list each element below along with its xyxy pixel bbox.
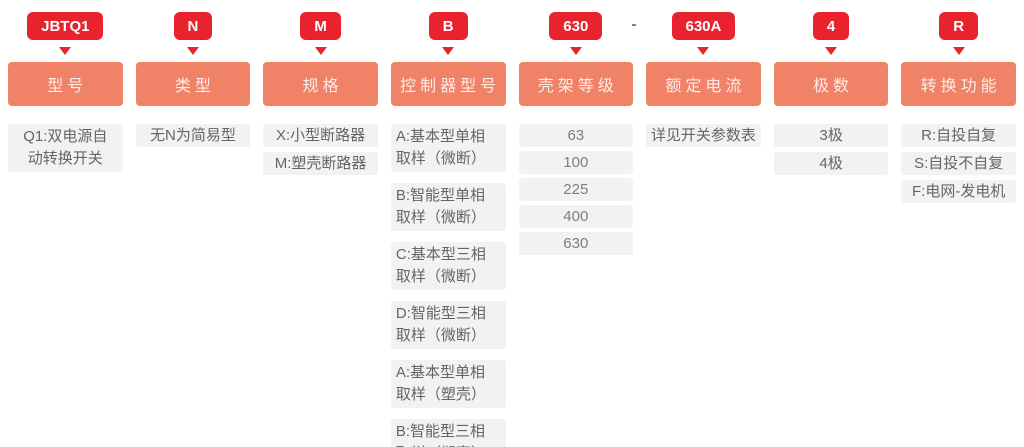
legend-item: D:智能型三相 取样（微断）	[390, 301, 506, 349]
badge-row: 4	[774, 12, 889, 40]
legend-item: 100	[518, 151, 634, 174]
legend-item: 630	[518, 232, 634, 255]
arrow-row	[391, 40, 506, 62]
arrow-row	[774, 40, 889, 62]
badge-row: B	[391, 12, 506, 40]
code-badge-4: 4	[812, 12, 850, 40]
down-arrow-icon	[697, 47, 710, 55]
badge-row: R	[901, 12, 1016, 40]
column-header-type: 类型	[135, 62, 251, 106]
down-arrow-icon	[314, 47, 327, 55]
down-arrow-icon	[186, 47, 199, 55]
arrow-row	[263, 40, 378, 62]
legend-item: F:电网-发电机	[901, 180, 1016, 203]
items-poles: 3极 4极	[773, 124, 889, 180]
down-arrow-icon	[569, 47, 582, 55]
column-header-transfer-function: 转换功能	[901, 62, 1016, 106]
legend-item: 400	[518, 205, 634, 228]
arrow-row	[519, 40, 634, 62]
legend-item: 63	[518, 124, 634, 147]
legend-item: B:智能型单相 取样（微断）	[390, 183, 506, 231]
column-model: JBTQ1 型号 Q1:双电源自 动转换开关	[8, 12, 123, 447]
legend-item: S:自投不自复	[901, 152, 1016, 175]
down-arrow-icon	[952, 47, 965, 55]
column-header-spec: 规格	[263, 62, 378, 106]
arrow-row	[8, 40, 123, 62]
code-badge-jbtq1: JBTQ1	[27, 12, 104, 40]
legend-item: M:塑壳断路器	[263, 152, 378, 175]
column-header-model: 型号	[8, 62, 123, 106]
code-badge-m: M	[300, 12, 341, 40]
column-frame-level: 630 壳架等级 63 100 225 400 630	[518, 12, 634, 447]
items-model: Q1:双电源自 动转换开关	[8, 124, 123, 183]
items-type: 无N为简易型	[135, 124, 251, 152]
legend-item: 3极	[773, 124, 889, 147]
column-type: N 类型 无N为简易型	[135, 12, 251, 447]
column-header-controller: 控制器型号	[390, 62, 506, 106]
column-transfer-function: R 转换功能 R:自投自复 S:自投不自复 F:电网-发电机	[901, 12, 1016, 447]
column-spec: M 规格 X:小型断路器 M:塑壳断路器	[263, 12, 378, 447]
code-badge-b: B	[428, 12, 468, 40]
badge-row: JBTQ1	[8, 12, 123, 40]
legend-item: A:基本型单相 取样（塑壳）	[390, 360, 506, 408]
column-poles: 4 极数 3极 4极	[773, 12, 889, 447]
down-arrow-icon	[59, 47, 72, 55]
code-badge-r: R	[939, 12, 979, 40]
code-badge-n: N	[173, 12, 213, 40]
down-arrow-icon	[825, 47, 838, 55]
items-transfer-function: R:自投自复 S:自投不自复 F:电网-发电机	[901, 124, 1016, 208]
items-frame-level: 63 100 225 400 630	[518, 124, 634, 259]
badge-row: N	[136, 12, 251, 40]
legend-item: R:自投自复	[901, 124, 1016, 147]
legend-item: A:基本型单相 取样（微断）	[390, 124, 506, 172]
badge-row: 630A	[646, 12, 761, 40]
arrow-row	[646, 40, 761, 62]
column-controller: B 控制器型号 A:基本型单相 取样（微断） B:智能型单相 取样（微断） C:…	[390, 12, 506, 447]
legend-item: 4极	[773, 152, 889, 175]
legend-item: B:智能型三相 取样（塑壳）	[390, 419, 506, 447]
items-controller: A:基本型单相 取样（微断） B:智能型单相 取样（微断） C:基本型三相 取样…	[390, 124, 506, 447]
items-spec: X:小型断路器 M:塑壳断路器	[263, 124, 378, 180]
code-badge-630: 630	[549, 12, 603, 40]
code-badge-630a: 630A	[671, 12, 736, 40]
arrow-row	[901, 40, 1016, 62]
legend-item: 详见开关参数表	[646, 124, 761, 147]
items-rated-current: 详见开关参数表	[646, 124, 761, 152]
column-header-poles: 极数	[773, 62, 889, 106]
legend-item: 225	[518, 178, 634, 201]
badge-row: M	[263, 12, 378, 40]
badge-row: 630	[519, 12, 634, 40]
arrow-row	[136, 40, 251, 62]
column-rated-current: 630A 额定电流 详见开关参数表	[646, 12, 761, 447]
column-header-frame-level: 壳架等级	[518, 62, 634, 106]
column-header-rated-current: 额定电流	[646, 62, 761, 106]
legend-item: C:基本型三相 取样（微断）	[390, 242, 506, 290]
legend-item: Q1:双电源自 动转换开关	[8, 124, 123, 172]
legend-item: X:小型断路器	[263, 124, 378, 147]
down-arrow-icon	[442, 47, 455, 55]
legend-item: 无N为简易型	[135, 124, 251, 147]
code-separator: -	[631, 16, 637, 33]
